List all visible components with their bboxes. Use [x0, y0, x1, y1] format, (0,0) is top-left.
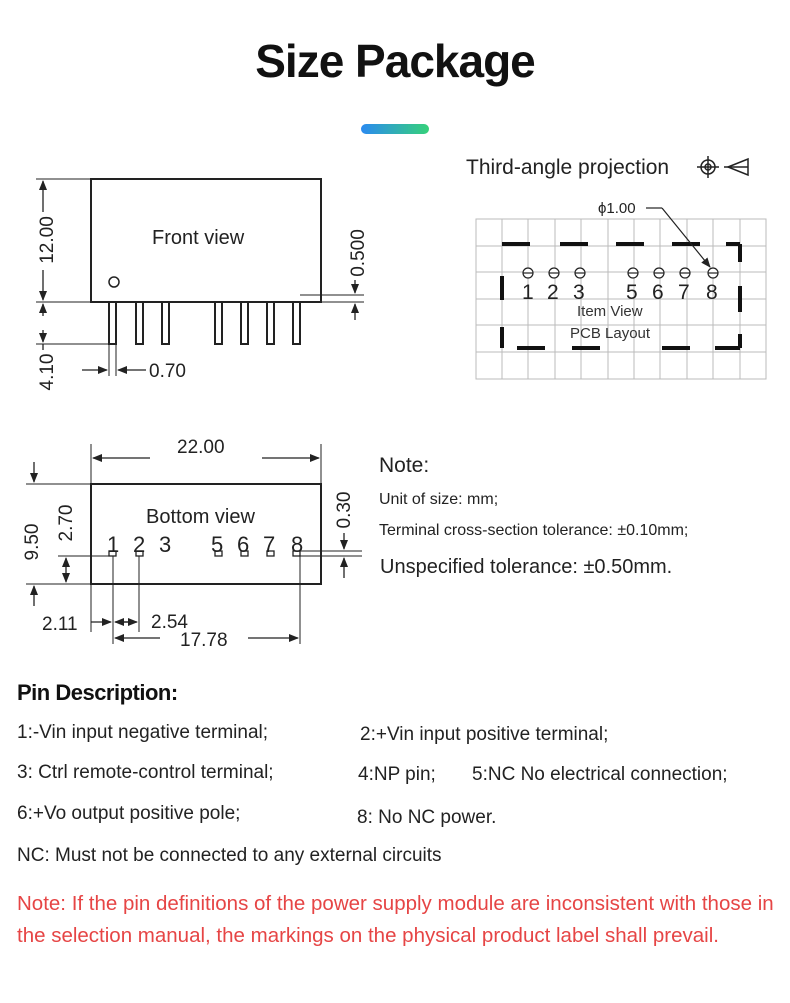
- bottom-pin-numbers: 1 2 3 5 6 7 8: [107, 532, 303, 557]
- dim-pin-row-offset: 2.70: [56, 505, 77, 542]
- bottom-pin-6: 6: [237, 532, 249, 557]
- pin-desc-6: 6:+Vo output positive pole;: [17, 803, 241, 824]
- pcb-pin-numbers: 1 2 3 5 6 7 8: [522, 281, 718, 304]
- dim-pin-width: 0.70: [149, 361, 186, 382]
- pcb-layout-label: PCB Layout: [570, 325, 651, 342]
- pcb-pin-5: 5: [626, 281, 638, 304]
- note-unspecified-tolerance: Unspecified tolerance: ±0.50mm.: [380, 556, 673, 578]
- pin-desc-5: 5:NC No electrical connection;: [472, 764, 728, 785]
- dim-span: 17.78: [180, 630, 228, 651]
- dim-length: 22.00: [177, 437, 225, 458]
- pin-desc-2: 2:+Vin input positive terminal;: [360, 724, 609, 745]
- note-terminal-tolerance: Terminal cross-section tolerance: ±0.10m…: [379, 522, 689, 539]
- pcb-pin-3: 3: [573, 281, 585, 304]
- front-view-body: [90, 178, 322, 303]
- bottom-pin-5: 5: [211, 532, 223, 557]
- third-angle-symbol: [697, 156, 749, 178]
- bottom-pin-3: 3: [159, 532, 171, 557]
- pin-desc-1: 1:-Vin input negative terminal;: [17, 722, 269, 743]
- pin-desc-3: 3: Ctrl remote-control terminal;: [17, 762, 274, 783]
- pcb-pin-8: 8: [706, 281, 718, 304]
- bottom-view: [26, 444, 362, 644]
- dim-pin-thickness: 0.30: [334, 492, 355, 529]
- nc-note: NC: Must not be connected to any externa…: [17, 845, 442, 866]
- pin-desc-8: 8: No NC power.: [357, 807, 497, 828]
- bottom-pin-7: 7: [263, 532, 275, 557]
- pcb-pin-7: 7: [678, 281, 690, 304]
- dim-width: 9.50: [22, 524, 43, 561]
- bottom-view-body: [90, 483, 322, 585]
- hole-label: ϕ1.00: [598, 200, 636, 217]
- hole-leader: [646, 207, 711, 268]
- pin-desc-4: 4:NP pin;: [358, 764, 436, 785]
- pcb-pin-6: 6: [652, 281, 664, 304]
- pcb-outline: [500, 242, 742, 350]
- pcb-pin-1: 1: [522, 281, 534, 304]
- note-heading: Note:: [379, 454, 430, 477]
- item-view-label: Item View: [577, 303, 643, 320]
- pcb-holes: [522, 267, 719, 279]
- pcb-pin-2: 2: [547, 281, 559, 304]
- bottom-pin-8: 8: [291, 532, 303, 557]
- dim-standoff: 0.500: [348, 229, 369, 277]
- bottom-pin-1: 1: [107, 532, 119, 557]
- bottom-pin-2: 2: [133, 532, 145, 557]
- note-unit: Unit of size: mm;: [379, 491, 499, 508]
- dim-edge-offset: 2.11: [42, 614, 78, 635]
- dim-pitch: 2.54: [151, 612, 188, 633]
- front-view: [36, 178, 364, 376]
- accent-bar: [361, 124, 429, 134]
- dim-pin-length: 4.10: [37, 354, 58, 391]
- notes: Note: Unit of size: mm; Terminal cross-s…: [379, 454, 688, 578]
- bottom-pin-pads: [108, 550, 301, 557]
- warning-note: Note: If the pin definitions of the powe…: [17, 892, 774, 947]
- front-view-label: Front view: [152, 227, 245, 249]
- pin-description-heading: Pin Description:: [17, 680, 178, 705]
- projection-label: Third-angle projection: [466, 156, 669, 179]
- pin1-marker: [108, 276, 120, 288]
- bottom-view-label: Bottom view: [146, 506, 255, 528]
- dim-height: 12.00: [37, 216, 58, 264]
- page-title: Size Package: [255, 35, 536, 87]
- front-pins: [108, 301, 301, 345]
